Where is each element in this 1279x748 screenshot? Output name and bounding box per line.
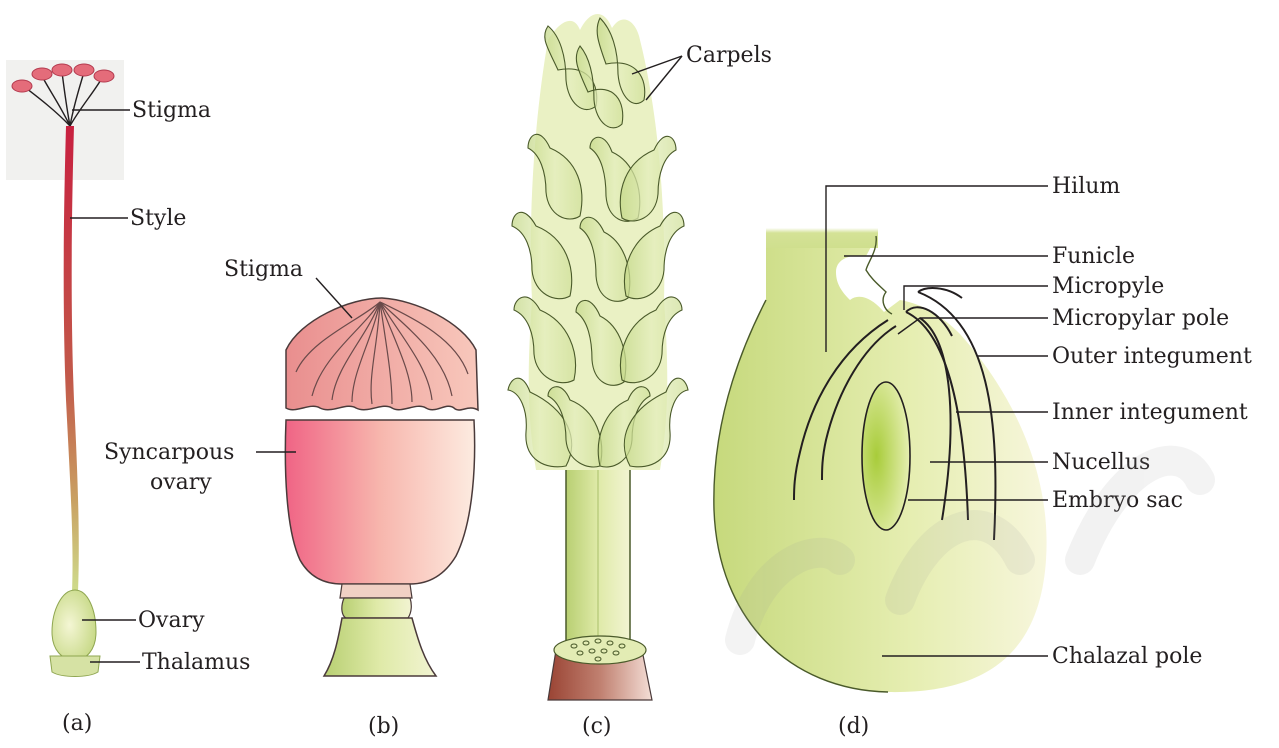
- label-inner-integument: Inner integument: [1052, 400, 1248, 425]
- ovule-d: [714, 228, 1047, 692]
- label-style: Style: [130, 206, 186, 231]
- label-micropylar-pole: Micropylar pole: [1052, 306, 1229, 331]
- label-ovary: Ovary: [138, 608, 205, 633]
- pistil-c: [508, 14, 688, 700]
- label-micropyle: Micropyle: [1052, 274, 1164, 299]
- caption-b: (b): [368, 714, 399, 739]
- label-syncarpous: Syncarpous: [104, 440, 234, 465]
- caption-d: (d): [838, 714, 869, 739]
- receptacle-top: [554, 636, 646, 664]
- label-hilum: Hilum: [1052, 174, 1120, 199]
- label-outer-integument: Outer integument: [1052, 344, 1252, 369]
- label-stigma-b: Stigma: [224, 257, 303, 282]
- caption-c: (c): [582, 714, 612, 739]
- embryo-sac: [862, 382, 910, 530]
- ovary-stalk: [342, 598, 411, 618]
- label-stigma-a: Stigma: [132, 98, 211, 123]
- ovary: [52, 590, 96, 660]
- pistil-b: [285, 298, 478, 676]
- label-thalamus: Thalamus: [142, 650, 250, 675]
- caption-a: (a): [62, 711, 92, 736]
- label-carpels: Carpels: [686, 43, 772, 68]
- syncarpous-ovary: [285, 420, 474, 584]
- ovary-neck: [340, 584, 412, 598]
- label-ovary-b: ovary: [150, 470, 212, 495]
- label-chalazal-pole: Chalazal pole: [1052, 644, 1202, 669]
- label-funicle: Funicle: [1052, 244, 1135, 269]
- pistil-a: [6, 60, 124, 677]
- style: [64, 126, 79, 592]
- funicle-fade: [766, 228, 878, 248]
- ovary-base: [324, 618, 436, 676]
- thalamus: [50, 656, 100, 677]
